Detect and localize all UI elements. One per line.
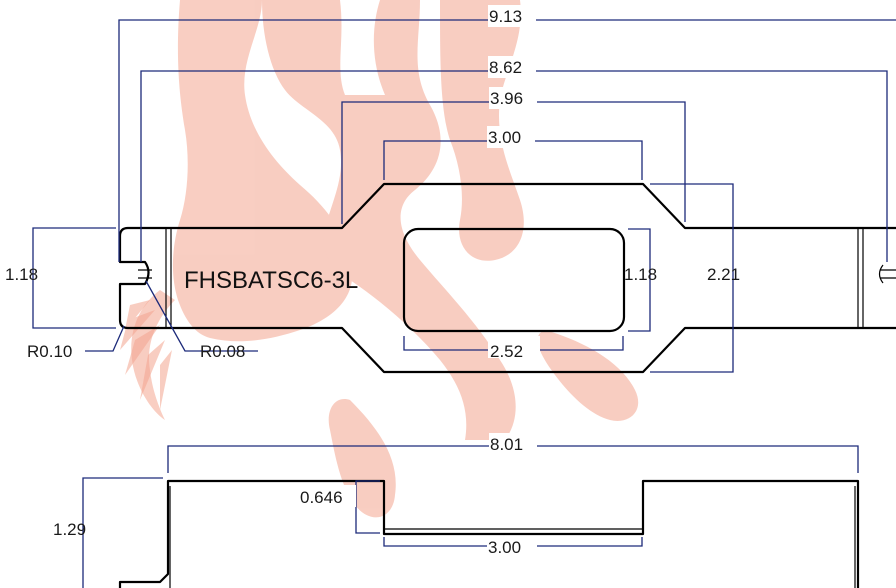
dim-side-step: 0.646 [300, 488, 343, 507]
top-view-part [118, 182, 896, 374]
horse-watermark [131, 0, 639, 518]
side-view-part [118, 479, 860, 588]
dim-side-flat: 3.00 [488, 538, 521, 557]
dim-side-height: 1.29 [53, 520, 86, 539]
dimension-labels: 9.13 8.62 3.96 3.00 1.18 1.18 2.21 2.52 … [5, 5, 740, 557]
horse-tail-strokes [120, 300, 172, 410]
dim-hole-to-hole: 8.62 [489, 58, 522, 77]
dim-outer-flat: 3.96 [490, 89, 523, 108]
part-label: FHSBATSC6-3L [184, 267, 358, 294]
dim-slot-length: 2.52 [490, 342, 523, 361]
dim-inner-flat: 3.00 [488, 128, 521, 147]
dim-corner-radius: R0.10 [27, 342, 72, 361]
dim-center-height: 2.21 [707, 265, 740, 284]
dim-notch-radius: R0.08 [200, 342, 245, 361]
center-slot [402, 227, 626, 333]
dim-end-height: 1.18 [5, 265, 38, 284]
dim-slot-height: 1.18 [624, 265, 657, 284]
dim-overall-length: 9.13 [489, 7, 522, 26]
dim-side-length: 8.01 [490, 435, 523, 454]
